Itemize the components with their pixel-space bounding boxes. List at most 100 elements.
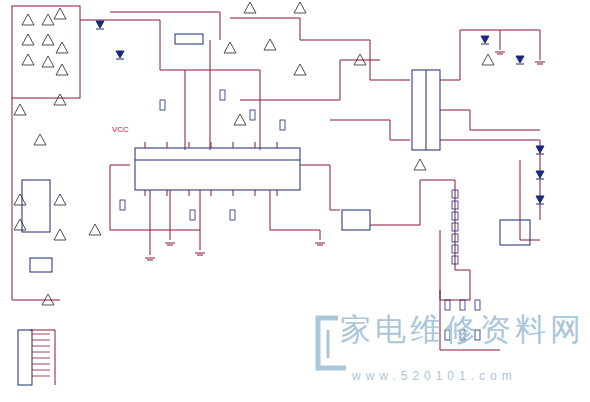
warning-triangle [264,39,276,50]
warning-triangle [89,224,101,235]
wire [240,60,380,100]
resistor-symbol [475,300,480,310]
resistor-symbol [445,300,450,310]
resistor-symbol [452,256,458,264]
warning-triangle [414,159,426,170]
warning-triangle [42,56,54,67]
watermark: 家电维修资料网 [340,314,585,345]
connector-pin [32,352,50,353]
watermark-url: www.520101.com [352,370,517,382]
wire [440,110,540,130]
connector-pin [32,370,50,371]
ic-pin [145,142,146,148]
warning-triangle [22,34,34,45]
diode-symbol [536,171,544,179]
warning-triangle [22,14,34,25]
ground-symbol [495,52,505,54]
connector-pin [32,364,50,365]
wire [185,70,186,150]
wire [30,330,55,385]
wire [150,190,151,255]
main-transformer [412,70,440,150]
warning-triangle [42,294,54,305]
wire [440,230,470,300]
resistor-symbol [460,300,465,310]
wire [440,140,540,220]
wire [300,40,410,80]
warning-triangle [244,2,256,13]
diode-symbol [536,196,544,204]
diode-symbol [96,21,104,29]
wire [370,180,455,225]
warning-triangle [234,114,246,125]
ic-pin [233,190,234,196]
resistor-symbol [452,234,458,242]
ic-pin [233,142,234,148]
connector-pin [32,334,50,335]
resistor-symbol [120,200,125,210]
controller-ic [135,148,300,190]
resistor-symbol [280,120,285,130]
optocoupler [342,210,370,230]
transformer-core [426,70,427,150]
resistor-symbol [230,210,235,220]
ic-pin [189,190,190,196]
ground-symbol [535,62,545,64]
ic-pin [277,142,278,148]
wire [110,165,200,230]
warning-triangle [54,94,66,105]
bridge-block [22,180,50,232]
protect-circuit [500,220,530,245]
signal-name: VCC [112,126,129,134]
ic-pin [167,142,168,148]
resistor-symbol [190,210,195,220]
connector-pin [32,346,50,347]
inductor [175,34,203,44]
wire [12,98,60,300]
ic-divider [135,160,300,161]
warning-triangle [14,219,26,230]
resistor-symbol [160,100,165,110]
connector [18,330,32,385]
warning-triangle [22,54,34,65]
connector-pin [32,376,50,377]
ground-symbol [165,243,175,245]
warning-triangle [56,42,68,53]
input-filter-frame [12,6,80,98]
resistor-symbol [250,110,255,120]
wire [200,190,201,250]
ic-pin [255,190,256,196]
ic-pin [145,190,146,196]
diode-symbol [116,51,124,59]
ic-pin [211,190,212,196]
wire [300,165,340,210]
ground-symbol [195,253,205,255]
wire [270,190,320,240]
diode-symbol [516,56,524,64]
wire [170,190,171,240]
wire [230,18,300,40]
ground-symbol [315,243,325,245]
diode-symbol [536,146,544,154]
ground-symbol [145,258,155,260]
wire [210,40,211,150]
fuse [30,258,52,272]
wire [440,30,500,80]
resistor-symbol [452,190,458,198]
warning-triangle [42,34,54,45]
connector-pin [32,358,50,359]
logo-bar [327,330,330,358]
warning-triangle [14,104,26,115]
ic-pin [211,142,212,148]
wire [330,120,410,140]
warning-triangle [54,8,66,19]
resistor-symbol [220,90,225,100]
warning-triangle [42,14,54,25]
ic-pin [189,142,190,148]
warning-triangle [54,229,66,240]
warning-triangle [14,194,26,205]
ic-pin [277,190,278,196]
diode-symbol [481,36,489,44]
resistor-symbol [452,201,458,209]
warning-triangle [224,42,236,53]
